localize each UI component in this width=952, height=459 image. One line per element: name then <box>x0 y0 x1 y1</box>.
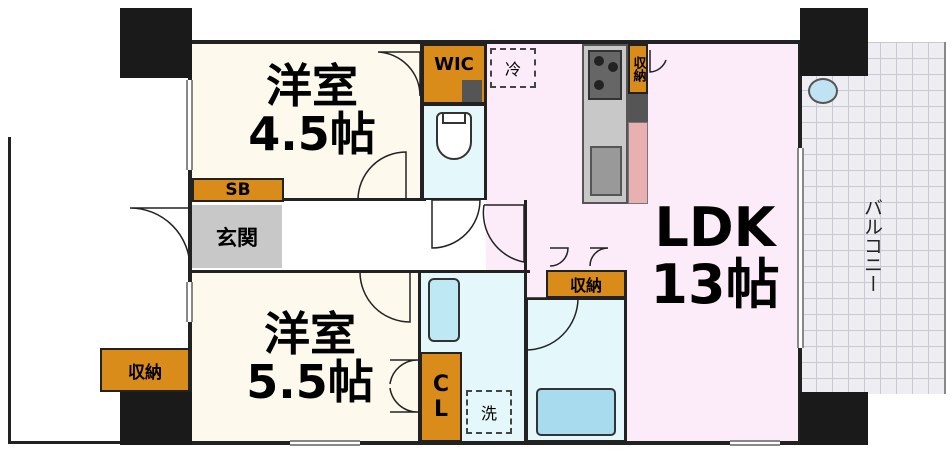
stove-burner-2 <box>608 62 618 72</box>
western-room-2-size: 5.5帖 <box>246 355 374 410</box>
western-room-1-name: 洋室 <box>266 59 358 113</box>
wall-top <box>190 40 802 44</box>
closet-cl: C L <box>420 352 462 442</box>
western-room-1 <box>192 42 422 202</box>
western-room-2 <box>192 272 420 442</box>
wall-left-ext <box>8 137 11 444</box>
window-bottom-2 <box>730 440 780 446</box>
pillar-bottom-left <box>120 392 192 445</box>
wall-corridor-right <box>484 40 487 200</box>
window-bottom <box>290 440 360 446</box>
balcony-label: バルコニー <box>861 198 883 293</box>
closet-l-label: L <box>433 397 449 422</box>
wall-wet-left <box>418 270 421 445</box>
storage-mid-label: 収納 <box>569 276 602 295</box>
bathtub-icon <box>428 278 460 342</box>
sink-icon <box>590 146 622 196</box>
wall-room1-bottom <box>190 198 426 201</box>
pillar-top-right <box>800 8 868 76</box>
ldk-size: 13帖 <box>650 252 780 316</box>
entrance <box>192 205 282 268</box>
storage-kitchen-label: 収納 <box>630 56 646 82</box>
storage-kitchen-base <box>628 94 648 122</box>
stove-burner-3 <box>594 80 604 90</box>
window-left-2 <box>186 282 193 322</box>
entrance-label: 玄関 <box>216 226 258 250</box>
pillar-bottom-right <box>800 392 868 445</box>
storage-left-label: 収納 <box>128 362 162 383</box>
closet-c-label: C <box>432 372 450 397</box>
window-right <box>797 148 804 348</box>
sink-basin-icon <box>536 388 616 436</box>
ldk-name: LDK <box>654 196 776 259</box>
wall-left-lower <box>188 270 192 445</box>
pillar-top-left <box>120 8 192 78</box>
storage-kitchen: 収納 <box>628 44 648 94</box>
wall-room1-right <box>420 40 423 200</box>
western-room-2-name: 洋室 <box>264 307 356 361</box>
wic-label: WIC <box>434 54 474 75</box>
drain-icon <box>808 78 838 104</box>
fridge-label: 冷 <box>504 60 521 79</box>
wic-notch <box>462 80 482 102</box>
western-room-2-label: 洋室 5.5帖 <box>210 310 410 407</box>
western-room-1-size: 4.5帖 <box>248 107 376 162</box>
sb-label: SB <box>225 180 251 200</box>
wall-lower-ext <box>10 441 192 444</box>
storage-left: 収納 <box>100 348 190 392</box>
washer-icon: 洗 <box>466 390 512 434</box>
window-left-1 <box>186 80 193 170</box>
fridge-icon: 冷 <box>490 48 536 88</box>
western-room-1-label: 洋室 4.5帖 <box>222 62 402 159</box>
ldk-label: LDK 13帖 <box>640 196 790 316</box>
washer-label: 洗 <box>480 404 497 423</box>
sb: SB <box>192 178 284 202</box>
wall-bath2-right <box>624 270 627 445</box>
stove-icon <box>588 50 622 100</box>
toilet-tank <box>442 112 466 124</box>
stove-burner-1 <box>594 56 604 66</box>
storage-mid: 収納 <box>546 270 626 298</box>
wall-bottom <box>190 441 802 445</box>
wall-wet-right <box>524 200 527 445</box>
kitchen-backsplash <box>628 122 648 204</box>
